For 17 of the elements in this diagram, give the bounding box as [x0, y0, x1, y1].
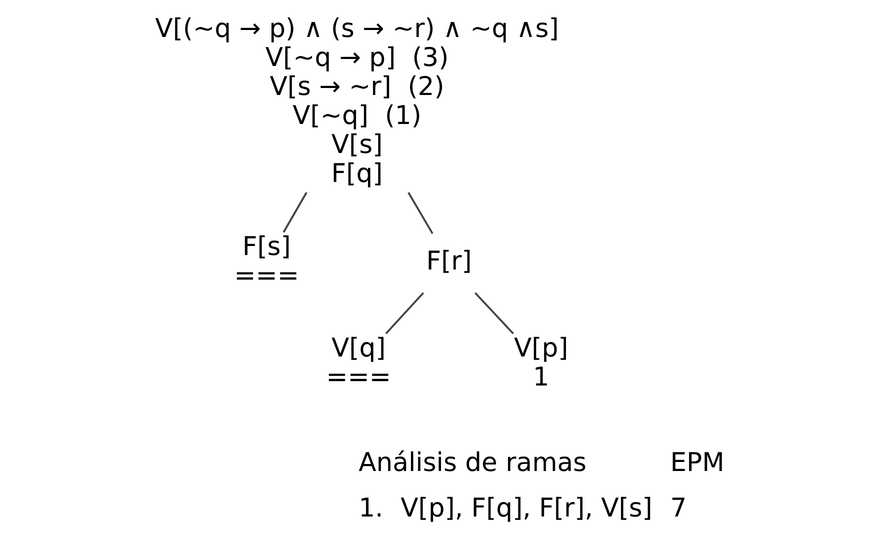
- connector: [407, 192, 433, 234]
- node-text: F[r]: [426, 246, 472, 276]
- label: 1.: [358, 493, 383, 524]
- node-label: ===: [326, 362, 391, 393]
- label: 7: [670, 493, 686, 524]
- connector: [282, 192, 307, 233]
- node-text: V[p]: [513, 334, 568, 364]
- connector: [474, 292, 514, 334]
- node-label: ===: [234, 260, 299, 291]
- node-text: V[(~q → p) ∧ (s → ~r) ∧ ~q ∧s] V[~q → p] (3) V[s → ~r] (2) V[~q] (1) V[s] F[q]: [154, 14, 558, 190]
- label: EPM: [670, 448, 724, 478]
- node-text: F[s]: [242, 232, 290, 262]
- node-text: V[q]: [331, 334, 386, 364]
- label: Análisis de ramas: [358, 448, 586, 478]
- node-label: 1: [532, 362, 549, 393]
- label: V[p], F[q], F[r], V[s]: [400, 493, 652, 524]
- connector: [384, 292, 424, 334]
